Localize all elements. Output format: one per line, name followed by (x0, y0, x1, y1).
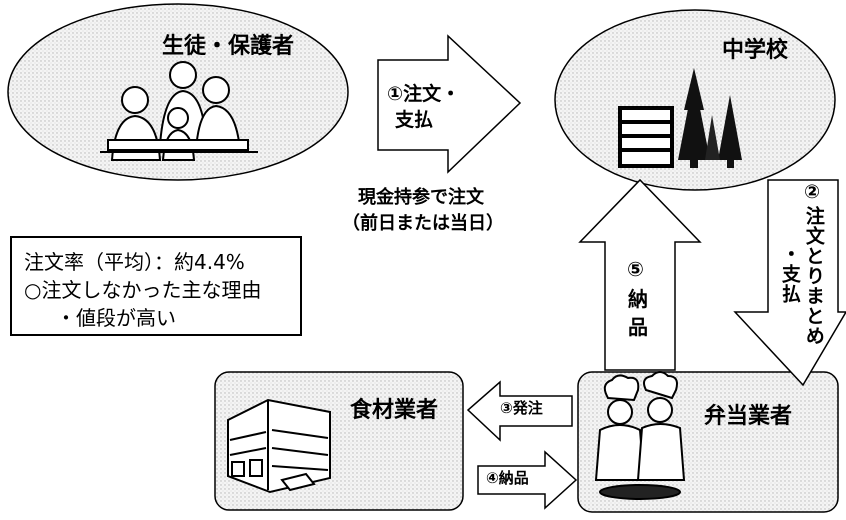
school-illustration (618, 68, 742, 168)
warehouse-illustration (227, 398, 331, 494)
reason-heading-line: ○注文しなかった主な理由 (24, 278, 262, 302)
collect-pay-label: 注文とりまとめ (802, 206, 825, 346)
school-label: 中学校 (722, 38, 789, 63)
cash-caption-line2: （前日または当日） (342, 213, 504, 234)
order-rate-note: 注文率（平均）：約4.4% ○注文しなかった主な理由 ・値段が高い (10, 236, 302, 336)
order-pay-label-line2: 支払 (395, 109, 434, 131)
order-rate-line: 注文率（平均）：約4.4% (24, 250, 245, 274)
chefs-illustration (594, 371, 686, 500)
deliver-meals-char1: 納 (628, 287, 648, 311)
order-pay-label-line1: ①注文・ (387, 83, 461, 105)
students-label: 生徒・保護者 (162, 34, 295, 59)
bento-supplier-label: 弁当業者 (704, 404, 793, 429)
collect-pay-label-sub: ・支払 (778, 244, 801, 304)
deliver-meals-number: ⑤ (627, 257, 644, 281)
family-illustration (100, 61, 258, 161)
cash-caption-line1: 現金持参で注文 (358, 187, 484, 208)
collect-pay-arrow (733, 179, 846, 387)
place-order-arrow (466, 380, 573, 442)
food-supplier-label: 食材業者 (350, 398, 439, 423)
collect-pay-number: ② (804, 181, 821, 203)
place-order-label: ③発注 (500, 399, 543, 417)
deliver-meals-char2: 品 (628, 315, 648, 339)
deliver-ingredients-label: ④納品 (486, 469, 529, 487)
reason-item-line: ・値段が高い (56, 306, 176, 330)
deliver-meals-arrow (578, 178, 702, 371)
deliver-ingredients-arrow (477, 450, 578, 510)
order-pay-arrow (377, 34, 522, 174)
